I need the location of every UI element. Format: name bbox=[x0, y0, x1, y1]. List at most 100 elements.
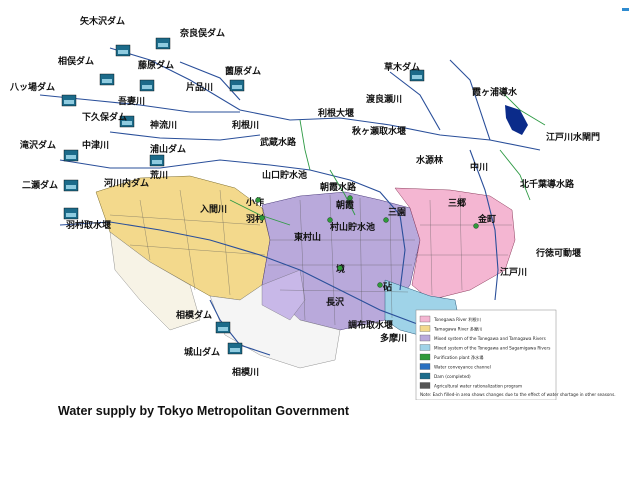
dam-icon bbox=[63, 179, 79, 192]
legend-swatch bbox=[419, 372, 431, 380]
river-label: 渡良瀬川 bbox=[366, 93, 402, 105]
legend-swatch bbox=[419, 334, 431, 342]
dam-label: 河川内ダム bbox=[104, 177, 149, 189]
dam-icon bbox=[99, 73, 115, 86]
purification-plants bbox=[255, 195, 479, 288]
facility-label: 調布取水堰 bbox=[348, 319, 393, 331]
legend-swatch bbox=[419, 315, 431, 323]
map-legend: Tonegawa River 利根川 Tamagawa River 多摩川 Mixe… bbox=[415, 309, 616, 400]
plant-marker bbox=[255, 197, 261, 203]
river-label: 吾妻川 bbox=[118, 95, 145, 107]
legend-swatch bbox=[419, 353, 431, 361]
facility-label: 三郷 bbox=[448, 197, 466, 209]
facility-label: 砧 bbox=[383, 281, 392, 293]
supply-regions bbox=[95, 175, 516, 369]
kasumigaura-lake bbox=[505, 105, 528, 135]
legend-label: Mixed system of the Tonegawa and Tamagaw… bbox=[434, 336, 546, 341]
kitachiba-channel-line bbox=[499, 149, 531, 201]
plant-marker bbox=[473, 223, 479, 229]
dam-icon bbox=[215, 321, 231, 334]
tone-river-line bbox=[109, 47, 541, 151]
dam-icon bbox=[115, 44, 131, 57]
plant-marker bbox=[327, 217, 333, 223]
legend-box bbox=[415, 309, 557, 400]
dam-label: 奈良俣ダム bbox=[179, 27, 225, 39]
river-label: 中津川 bbox=[82, 139, 109, 151]
legend-label: Dam (completed) bbox=[434, 374, 471, 379]
dam-label: 浦山ダム bbox=[150, 143, 186, 155]
facility-label: 東村山 bbox=[294, 231, 321, 243]
musashi-channel-line bbox=[299, 119, 311, 171]
river-labels: 利根川 吾妻川 片品川 渡良瀬川 神流川 荒川 中津川 入間川 多摩川 江戸川 … bbox=[82, 81, 527, 378]
southern-region-outline bbox=[209, 284, 341, 369]
facility-label: 三園 bbox=[388, 207, 406, 218]
dam-markers bbox=[61, 37, 425, 355]
dam-label: 下久保ダム bbox=[82, 111, 127, 123]
dam-icon bbox=[63, 207, 79, 220]
legend-items: Tonegawa River 利根川 Tamagawa River 多摩川 Mixe… bbox=[419, 315, 550, 389]
katashina-river-line bbox=[179, 61, 241, 101]
facility-label: 秋ヶ瀬取水堰 bbox=[351, 125, 406, 137]
legend-swatch bbox=[419, 363, 431, 370]
slide-caption: Water supply by Tokyo Metropolitan Gover… bbox=[58, 404, 350, 418]
legend-label: Tonegawa River 利根川 bbox=[433, 316, 481, 323]
facility-label: 朝霞 bbox=[336, 199, 355, 211]
asaka-channel-line bbox=[329, 169, 356, 216]
dam-label: 薗原ダム bbox=[225, 65, 261, 77]
kinu-river-line bbox=[449, 59, 491, 141]
river-label: 神流川 bbox=[150, 119, 177, 131]
dam-label: 八ッ場ダム bbox=[9, 81, 55, 93]
rivers bbox=[39, 47, 541, 356]
facility-label: 江戸川水閘門 bbox=[546, 131, 600, 143]
western-region-outline bbox=[109, 231, 201, 331]
tama-river-line bbox=[59, 221, 421, 326]
river-label: 中川 bbox=[470, 161, 488, 173]
dam-label: 草木ダム bbox=[384, 61, 420, 73]
dam-icon bbox=[61, 94, 77, 107]
facility-label: 水源林 bbox=[416, 154, 444, 166]
river-label: 多摩川 bbox=[380, 332, 407, 344]
facility-label: 金町 bbox=[477, 213, 496, 225]
facility-label: 山口貯水池 bbox=[262, 169, 307, 181]
legend-note: Note: Each filled-in area shows changes … bbox=[420, 392, 616, 397]
river-label: 入間川 bbox=[199, 204, 227, 215]
slide-corner-accent bbox=[622, 8, 629, 11]
dam-icon bbox=[119, 115, 135, 128]
kanna-river-line bbox=[109, 131, 261, 141]
plant-marker bbox=[259, 215, 265, 221]
dam-icon bbox=[229, 79, 245, 92]
legend-label: Tamagawa River 多摩川 bbox=[433, 326, 482, 333]
river-label: 片品川 bbox=[186, 81, 213, 93]
facility-label: 武蔵水路 bbox=[260, 136, 297, 148]
tonegawa-supply-region bbox=[394, 187, 516, 301]
plant-marker bbox=[337, 265, 343, 271]
plant-marker bbox=[383, 217, 389, 223]
dam-label: 城山ダム bbox=[184, 346, 220, 358]
dam-labels: 矢木沢ダム 奈良俣ダム 相俣ダム 藤原ダム 八ッ場ダム 薗原ダム 草木ダム 下久… bbox=[9, 15, 420, 358]
legend-label: Agricultural water rationalization progr… bbox=[434, 384, 522, 389]
dam-icon bbox=[409, 69, 425, 82]
legend-swatch bbox=[419, 325, 431, 332]
purple-strip bbox=[261, 269, 306, 321]
dam-icon bbox=[139, 79, 155, 92]
dam-icon bbox=[227, 342, 243, 355]
dam-label: 藤原ダム bbox=[138, 59, 174, 71]
facility-label: 行徳可動堰 bbox=[535, 247, 581, 259]
legend-swatch bbox=[419, 344, 431, 351]
river-label: 利根川 bbox=[231, 119, 259, 131]
facility-label: 霞ヶ浦導水 bbox=[472, 86, 518, 98]
facility-label: 小作 bbox=[245, 196, 264, 208]
river-label: 江戸川 bbox=[500, 266, 527, 278]
water-supply-map: 矢木沢ダム 奈良俣ダム 相俣ダム 藤原ダム 八ッ場ダム 薗原ダム 草木ダム 下久… bbox=[9, 15, 616, 400]
facility-label: 羽村 bbox=[246, 213, 264, 225]
dam-label: 相俣ダム bbox=[58, 55, 94, 67]
river-label: 荒川 bbox=[149, 169, 168, 181]
facility-label: 羽村取水堰 bbox=[66, 219, 111, 231]
edo-river-line bbox=[469, 149, 499, 301]
facility-label: 長沢 bbox=[326, 296, 345, 308]
facility-label: 北千葉導水路 bbox=[520, 178, 575, 190]
facility-label: 朝霞水路 bbox=[320, 181, 357, 193]
legend-label: Purification plant 浄水場 bbox=[434, 354, 484, 361]
dam-icon bbox=[63, 149, 79, 162]
